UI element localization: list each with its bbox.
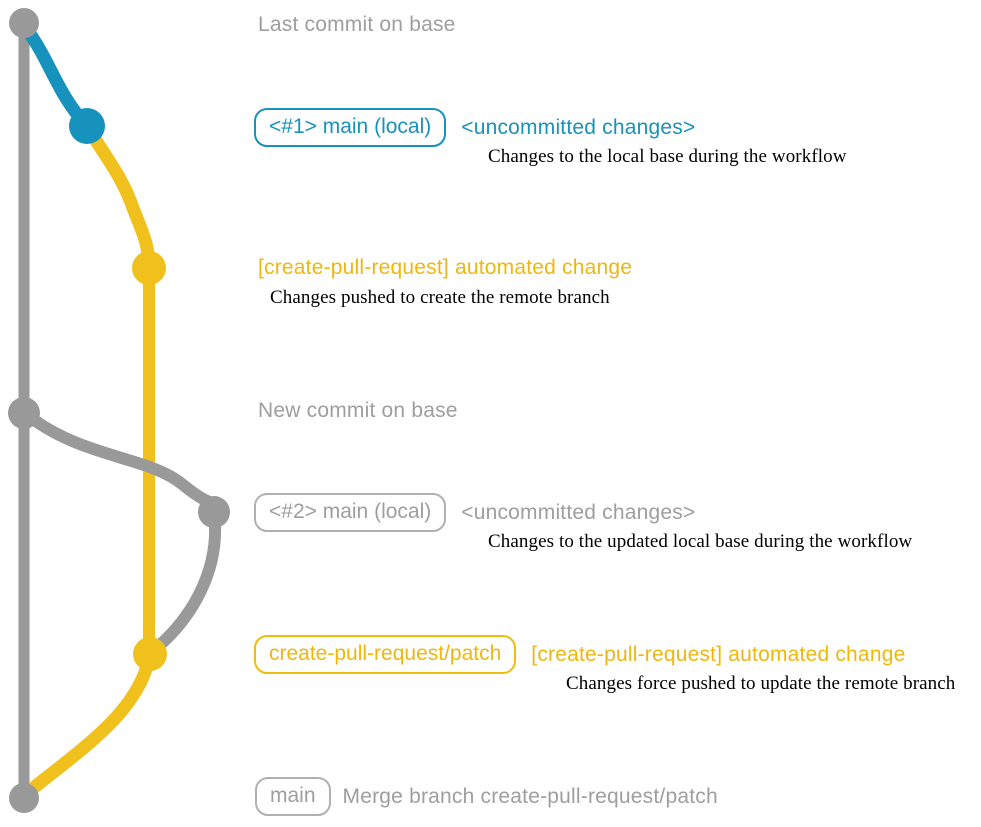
- row-main-local-2: <#2> main (local) <uncommitted changes> …: [254, 493, 912, 553]
- annotation-uncommitted-changes-1: <uncommitted changes>: [461, 115, 696, 139]
- row-merge: main Merge branch create-pull-request/pa…: [255, 777, 718, 817]
- commit-node-new-base: [8, 397, 40, 429]
- commit-node-merge: [9, 783, 39, 813]
- branch-badge-main: main: [255, 777, 331, 817]
- commit-node-last-base: [9, 8, 39, 38]
- annotation-desc-automated-change-1: Changes pushed to create the remote bran…: [270, 287, 610, 308]
- branch-badge-main-local-2: <#2> main (local): [254, 493, 447, 533]
- branch-badge-main-local-1: <#1> main (local): [254, 108, 447, 148]
- annotation-desc-uncommitted-1: Changes to the local base during the wor…: [488, 146, 847, 168]
- annotation-new-commit-on-base: New commit on base: [258, 399, 458, 422]
- row-patch-branch: create-pull-request/patch [create-pull-r…: [254, 635, 955, 695]
- local-main-edge-1: [19, 21, 94, 133]
- annotation-desc-uncommitted-2: Changes to the updated local base during…: [488, 531, 913, 553]
- patch-branch-edge-1: [80, 119, 156, 275]
- annotation-last-commit-on-base: Last commit on base: [258, 13, 456, 36]
- patch-merge-edge: [20, 647, 157, 800]
- local-main-edge-2: [19, 407, 220, 519]
- annotation-automated-change-1: [create-pull-request] automated change: [258, 256, 633, 279]
- row-automated-change-1: [create-pull-request] automated change C…: [258, 256, 632, 309]
- branch-badge-create-pull-request-patch: create-pull-request/patch: [254, 635, 517, 675]
- commit-node-main-local-1: [69, 108, 105, 144]
- annotation-desc-automated-change-2: Changes force pushed to update the remot…: [566, 673, 956, 695]
- commit-node-automated-change-1: [132, 251, 166, 285]
- annotation-uncommitted-changes-2: <uncommitted changes>: [461, 500, 696, 524]
- annotation-automated-change-2: [create-pull-request] automated change: [531, 642, 906, 666]
- row-main-local-1: <#1> main (local) <uncommitted changes> …: [254, 108, 847, 168]
- commit-node-automated-change-2: [133, 637, 167, 671]
- commit-node-main-local-2: [198, 496, 230, 528]
- rebase-edge: [147, 507, 222, 657]
- annotation-merge-branch: Merge branch create-pull-request/patch: [342, 784, 718, 808]
